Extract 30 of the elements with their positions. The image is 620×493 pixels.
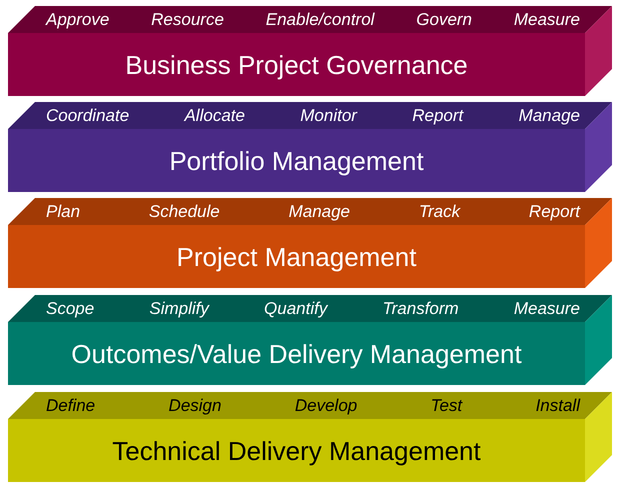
step-label: Resource — [151, 10, 224, 30]
step-label: Scope — [46, 299, 94, 319]
step-label: Manage — [288, 202, 350, 222]
step-label: Measure — [514, 10, 580, 30]
step-label: Measure — [514, 299, 580, 319]
step-label: Develop — [294, 396, 358, 416]
layer-title: Project Management — [176, 242, 418, 272]
step-label: Track — [418, 202, 460, 222]
step-label: Define — [46, 396, 96, 416]
step-label: Approve — [46, 10, 110, 30]
layer-title: Business Project Governance — [124, 50, 469, 80]
step-label: Govern — [416, 10, 472, 30]
step-label: Schedule — [148, 202, 220, 222]
step-label: Coordinate — [46, 106, 130, 126]
step-label: Design — [168, 396, 222, 416]
step-label: Manage — [518, 106, 580, 126]
step-label: Monitor — [300, 106, 357, 126]
step-label: Enable/control — [266, 10, 374, 30]
step-label: Simplify — [149, 299, 209, 319]
layer-title: Outcomes/Value Delivery Management — [70, 339, 523, 369]
step-label: Allocate — [184, 106, 245, 126]
step-label: Test — [430, 396, 462, 416]
layer-title: Portfolio Management — [168, 146, 425, 176]
step-label: Transform — [382, 299, 459, 319]
step-label: Quantify — [264, 299, 328, 319]
step-label: Report — [528, 202, 580, 222]
step-label: Plan — [46, 202, 80, 222]
step-label: Install — [536, 396, 580, 416]
layer-title: Technical Delivery Management — [111, 436, 482, 466]
step-label: Report — [412, 106, 464, 126]
